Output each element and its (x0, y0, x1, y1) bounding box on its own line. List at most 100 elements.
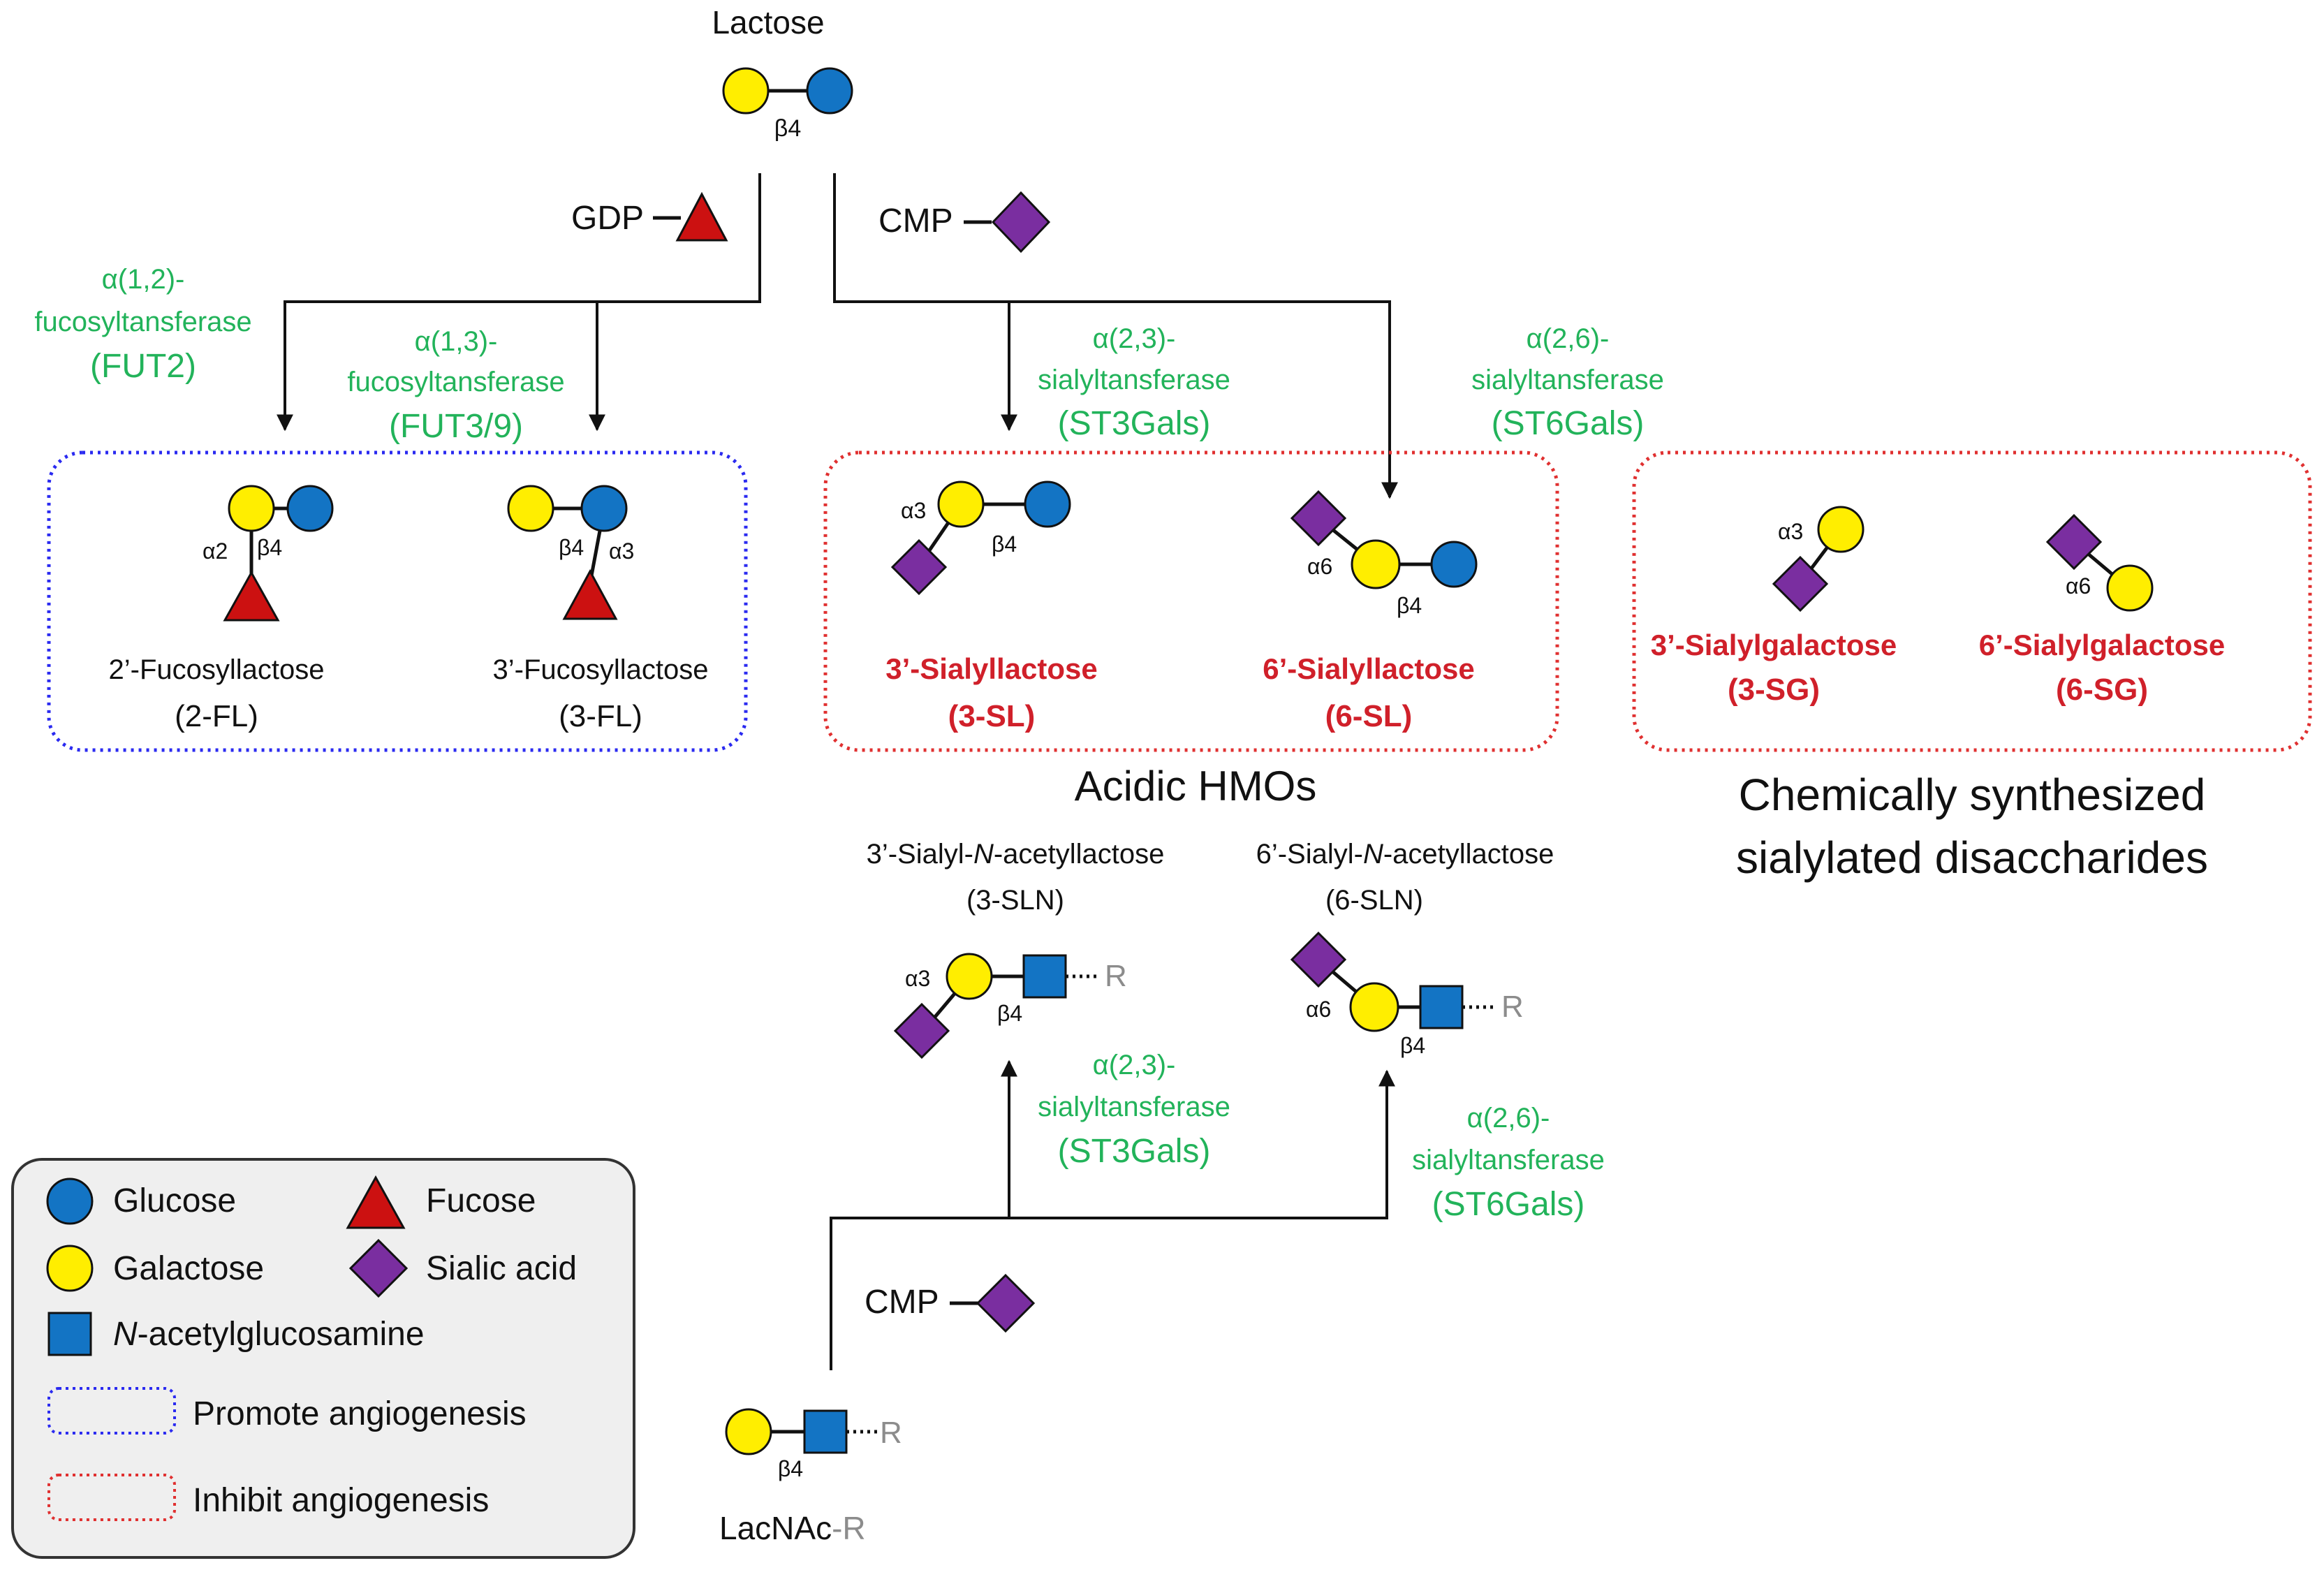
sg6-name: 6’-Sialylgalactose (1979, 629, 2226, 661)
sl6-abbr: (6-SL) (1325, 699, 1413, 733)
legend-inhibit: Inhibit angiogenesis (193, 1482, 489, 1519)
gdp-donor: GDP (571, 191, 728, 242)
fucose-triangle-icon (675, 191, 728, 242)
legend-promote: Promote angiogenesis (193, 1395, 527, 1432)
top-pathway-lines (277, 173, 1398, 499)
fl3-name: 3’-Fucosyllactose (492, 654, 708, 685)
enzyme-st3-bottom-line2: sialyltansferase (1038, 1092, 1230, 1122)
enzyme-fut2-line1: α(1,2)- (102, 264, 185, 295)
structure-3sl: α3 β4 3’-Sialyllactose (3-SL) (885, 480, 1098, 733)
structure-3sln: 3’-Sialyl-N-acetyllactose (3-SLN) α3 β4 … (867, 839, 1165, 1059)
sialic-acid-diamond-icon (2045, 513, 2103, 571)
sl3-name: 3’-Sialyllactose (885, 652, 1098, 685)
enzyme-fut2: α(1,2)- fucosyltansferase (FUT2) (34, 264, 251, 385)
lacnac-bond: β4 (778, 1456, 803, 1481)
sl3-abbr: (3-SL) (948, 699, 1036, 733)
fl3-bond-b: α3 (609, 538, 634, 564)
sln3-bond-a: α3 (905, 966, 930, 991)
galactose-circle-icon (2106, 564, 2154, 612)
galactose-circle-icon (46, 1245, 94, 1292)
sln6-bond-a: α6 (1306, 997, 1331, 1022)
glcnac-square-icon (803, 1409, 848, 1454)
legend-panel: Glucose Fucose Galactose Sialic acid N-a… (11, 1158, 635, 1559)
legend-promote-swatch (47, 1387, 176, 1435)
sg6-abbr: (6-SG) (2056, 673, 2148, 707)
sl3-bond-a: α3 (901, 498, 926, 523)
enzyme-st3-bottom-line1: α(2,3)- (1093, 1050, 1176, 1080)
structure-2fl: α2 β4 2’-Fucosyllactose (2-FL) (108, 485, 334, 733)
glucose-circle-icon (1430, 541, 1478, 588)
sln6-name: 6’-Sialyl-N-acetyllactose (1256, 839, 1554, 870)
sialic-acid-diamond-icon (893, 1002, 950, 1059)
sg3-bond-a: α3 (1778, 519, 1803, 544)
sln6-bond-b: β4 (1400, 1033, 1425, 1058)
legend-background (11, 1158, 635, 1559)
lactose-bond-label: β4 (774, 115, 801, 142)
lactose-group: Lactose β4 (712, 4, 853, 142)
lacnac-r: R (880, 1416, 902, 1450)
galactose-circle-icon (1349, 982, 1399, 1032)
structure-6sln: 6’-Sialyl-N-acetyllactose (6-SLN) α6 β4 … (1256, 839, 1554, 1058)
galactose-circle-icon (1817, 506, 1865, 553)
enzyme-fut39-line2: fucosyltansferase (347, 367, 564, 397)
sl6-name: 6’-Sialyllactose (1263, 652, 1475, 685)
fl3-bond-a: β4 (559, 535, 584, 560)
gdp-label: GDP (571, 200, 644, 237)
enzyme-st6-bottom: α(2,6)- sialyltansferase (ST6Gals) (1412, 1103, 1605, 1223)
structure-6sg: α6 6’-Sialylgalactose (6-SG) (1979, 513, 2226, 707)
galactose-circle-icon (725, 1408, 772, 1455)
enzyme-st3-bottom-line3: (ST3Gals) (1058, 1133, 1211, 1170)
sg3-name: 3’-Sialylgalactose (1651, 629, 1897, 661)
acidic-hmos-title: Acidic HMOs (1075, 763, 1317, 809)
sln3-abbr: (3-SLN) (966, 885, 1064, 916)
enzyme-st6-bottom-line1: α(2,6)- (1467, 1103, 1550, 1134)
enzyme-st6-bottom-line2: sialyltansferase (1412, 1145, 1605, 1175)
enzyme-st6-bottom-line3: (ST6Gals) (1432, 1186, 1585, 1223)
glucose-circle-icon (46, 1178, 94, 1225)
lacnac-group: R β4 LacNAc-R (719, 1408, 902, 1546)
glucose-circle-icon (1024, 480, 1071, 528)
cmp-donor-bottom: CMP (865, 1273, 1036, 1333)
cmp-top-label: CMP (878, 203, 953, 240)
inhibit-angiogenesis-box-sg (1632, 450, 2312, 752)
enzyme-st3-bottom: α(2,3)- sialyltansferase (ST3Gals) (1038, 1050, 1230, 1170)
legend-galactose: Galactose (113, 1250, 264, 1287)
fl3-abbr: (3-FL) (559, 699, 642, 733)
enzyme-st6-top-line3: (ST6Gals) (1492, 405, 1645, 442)
cmp-donor-top: CMP (878, 191, 1051, 254)
sialic-acid-diamond-icon (1772, 555, 1829, 612)
structure-3sg: α3 3’-Sialylgalactose (3-SG) (1651, 506, 1897, 707)
sialic-acid-diamond-icon (991, 191, 1051, 254)
chem-synth-title-line1: Chemically synthesized (1739, 770, 2206, 820)
fucose-triangle-icon (223, 570, 280, 622)
enzyme-st3-top-line1: α(2,3)- (1093, 323, 1176, 354)
sln3-bond-b: β4 (997, 1001, 1022, 1026)
inhibit-angiogenesis-box-sl (823, 450, 1559, 752)
enzyme-st3-top: α(2,3)- sialyltansferase (ST3Gals) (1038, 323, 1230, 442)
glucose-circle-icon (580, 485, 628, 532)
fl2-abbr: (2-FL) (175, 699, 258, 733)
enzyme-st3-top-line2: sialyltansferase (1038, 365, 1230, 395)
lactose-title: Lactose (712, 4, 824, 41)
legend-sialic: Sialic acid (426, 1250, 577, 1287)
enzyme-st6-top: α(2,6)- sialyltansferase (ST6Gals) (1471, 323, 1664, 442)
enzyme-fut39-line3: (FUT3/9) (389, 408, 523, 445)
enzyme-fut39-line1: α(1,3)- (415, 326, 498, 357)
promote-angiogenesis-box (47, 450, 748, 752)
galactose-circle-icon (722, 67, 770, 115)
glcnac-square-icon (47, 1312, 92, 1356)
sln3-r: R (1105, 959, 1127, 993)
structure-6sl: α6 β4 6’-Sialyllactose (6-SL) (1263, 490, 1478, 733)
fucose-triangle-icon (562, 568, 618, 620)
structure-3fl: β4 α3 3’-Fucosyllactose (3-FL) (492, 485, 709, 733)
sln3-name: 3’-Sialyl-N-acetyllactose (867, 839, 1165, 870)
sln6-r: R (1501, 990, 1524, 1024)
enzyme-fut39: α(1,3)- fucosyltansferase (FUT3/9) (347, 326, 564, 445)
galactose-circle-icon (1351, 539, 1401, 589)
legend-inhibit-swatch (47, 1474, 176, 1521)
sl6-bond-b: β4 (1397, 593, 1422, 618)
enzyme-st6-top-line1: α(2,6)- (1527, 323, 1610, 354)
sialic-acid-diamond-icon (1290, 931, 1347, 988)
glcnac-square-icon (1022, 954, 1067, 999)
